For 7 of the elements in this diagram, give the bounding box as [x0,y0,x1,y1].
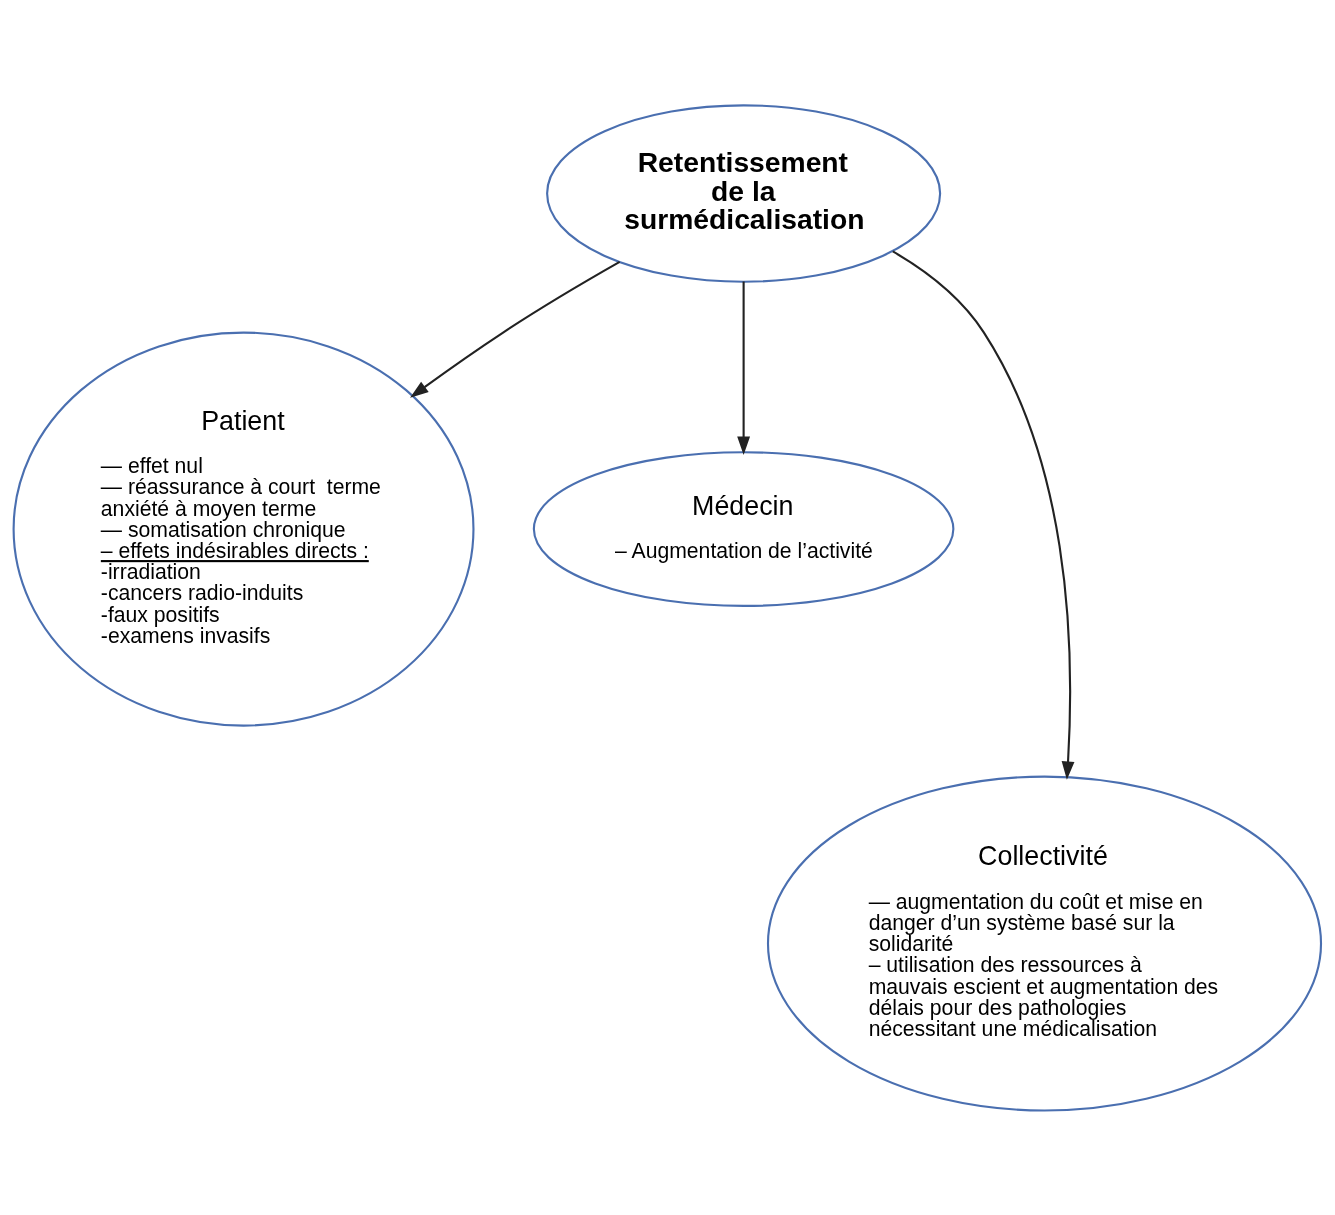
arrow [410,260,621,398]
node-ellipse: Médecin – Augmentation de l’activité [532,450,955,607]
arrow [737,281,751,455]
arrow [892,250,1075,780]
node-ellipse: Collectivité — augmentation du coût et mise en danger d’un système basé sur la solidarité – utilisation des ressources à mauvais escient et augmentation des délais pour des pathologies nécessitant une médicalisation [766,775,1323,1111]
node-ellipse: Patient — effet nul — réassurance à court terme anxiété à moyen terme — somatisation chronique – effets indésirables directs : -irradiation -cancers radio-induits -faux positifs -examens invasifs [12,331,475,727]
node-ellipse: Retentissement de la surmédicalisation [546,103,942,283]
